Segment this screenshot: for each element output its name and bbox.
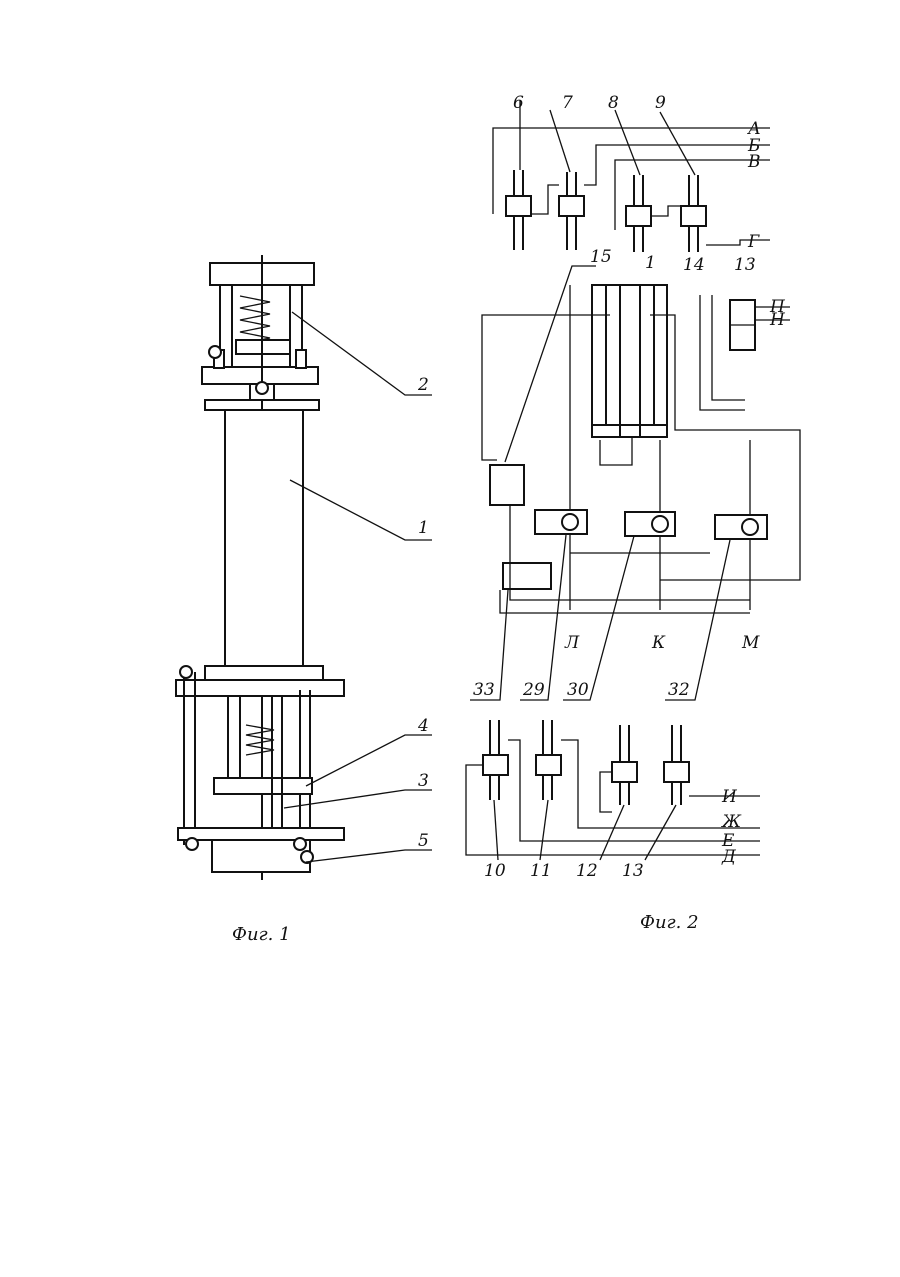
callout-1-fig2: 1 <box>645 253 656 273</box>
line-G <box>706 240 770 245</box>
line-label-K: К <box>651 633 666 653</box>
leader-5 <box>306 850 432 862</box>
line-label-M: М <box>741 633 760 653</box>
callout-4: 4 <box>417 716 429 736</box>
line-label-G: Г <box>747 232 760 252</box>
bottom-base-plate <box>178 828 344 840</box>
figure-1-caption: Фиг. 1 <box>232 924 291 945</box>
bottom-clamp-block <box>214 778 312 794</box>
callout-11: 11 <box>530 861 552 881</box>
callout-14: 13 <box>734 255 756 275</box>
bottom-tube-flange <box>205 666 323 680</box>
callout-9: 9 <box>655 93 666 113</box>
callout-31: 32 <box>668 680 690 700</box>
line-label-I: И <box>721 787 738 807</box>
callout-32: 15 <box>590 247 612 267</box>
leader-1 <box>290 480 432 540</box>
callout-1: 1 <box>418 518 429 538</box>
callout-7: 7 <box>562 93 573 113</box>
leader-32 <box>505 266 596 462</box>
control-valves <box>490 465 767 613</box>
bottom-mount-plate <box>176 680 344 696</box>
figure-2-drawing: 6 7 8 9 А Б В Г 1 15 <box>466 93 800 933</box>
leader-30 <box>563 536 634 700</box>
callout-15: 14 <box>683 255 705 275</box>
callout-33: 33 <box>473 680 495 700</box>
callout-30: 30 <box>567 680 589 700</box>
line-label-L: Л <box>564 633 580 653</box>
figure-2-caption: Фиг. 2 <box>640 912 699 933</box>
callout-3: 3 <box>418 771 429 791</box>
main-tube <box>225 410 303 666</box>
valve-32-body <box>490 465 524 505</box>
line-label-V: В <box>747 152 761 172</box>
callout-5: 5 <box>418 831 429 851</box>
figure-1-drawing: 2 1 4 3 5 Фиг. 1 <box>176 255 432 945</box>
top-spring <box>240 296 270 344</box>
top-cylinder-group <box>493 100 770 252</box>
bottom-spring <box>246 725 274 755</box>
leader-29 <box>520 535 566 700</box>
callout-13: 13 <box>622 861 644 881</box>
leader-4 <box>306 735 432 786</box>
callout-12: 12 <box>576 861 598 881</box>
leader-31 <box>665 540 730 700</box>
callout-29: 29 <box>522 680 545 700</box>
callout-6: 6 <box>513 93 524 113</box>
line-A <box>493 128 770 214</box>
line-label-N: Н <box>769 310 786 330</box>
callout-8: 8 <box>608 93 619 113</box>
callout-10: 10 <box>484 861 506 881</box>
line-label-D: Д <box>721 847 737 867</box>
callout-2: 2 <box>417 375 429 395</box>
line-B <box>584 145 770 185</box>
line-label-Zh: Ж <box>721 812 742 832</box>
bottom-cylinder-group <box>466 720 760 860</box>
